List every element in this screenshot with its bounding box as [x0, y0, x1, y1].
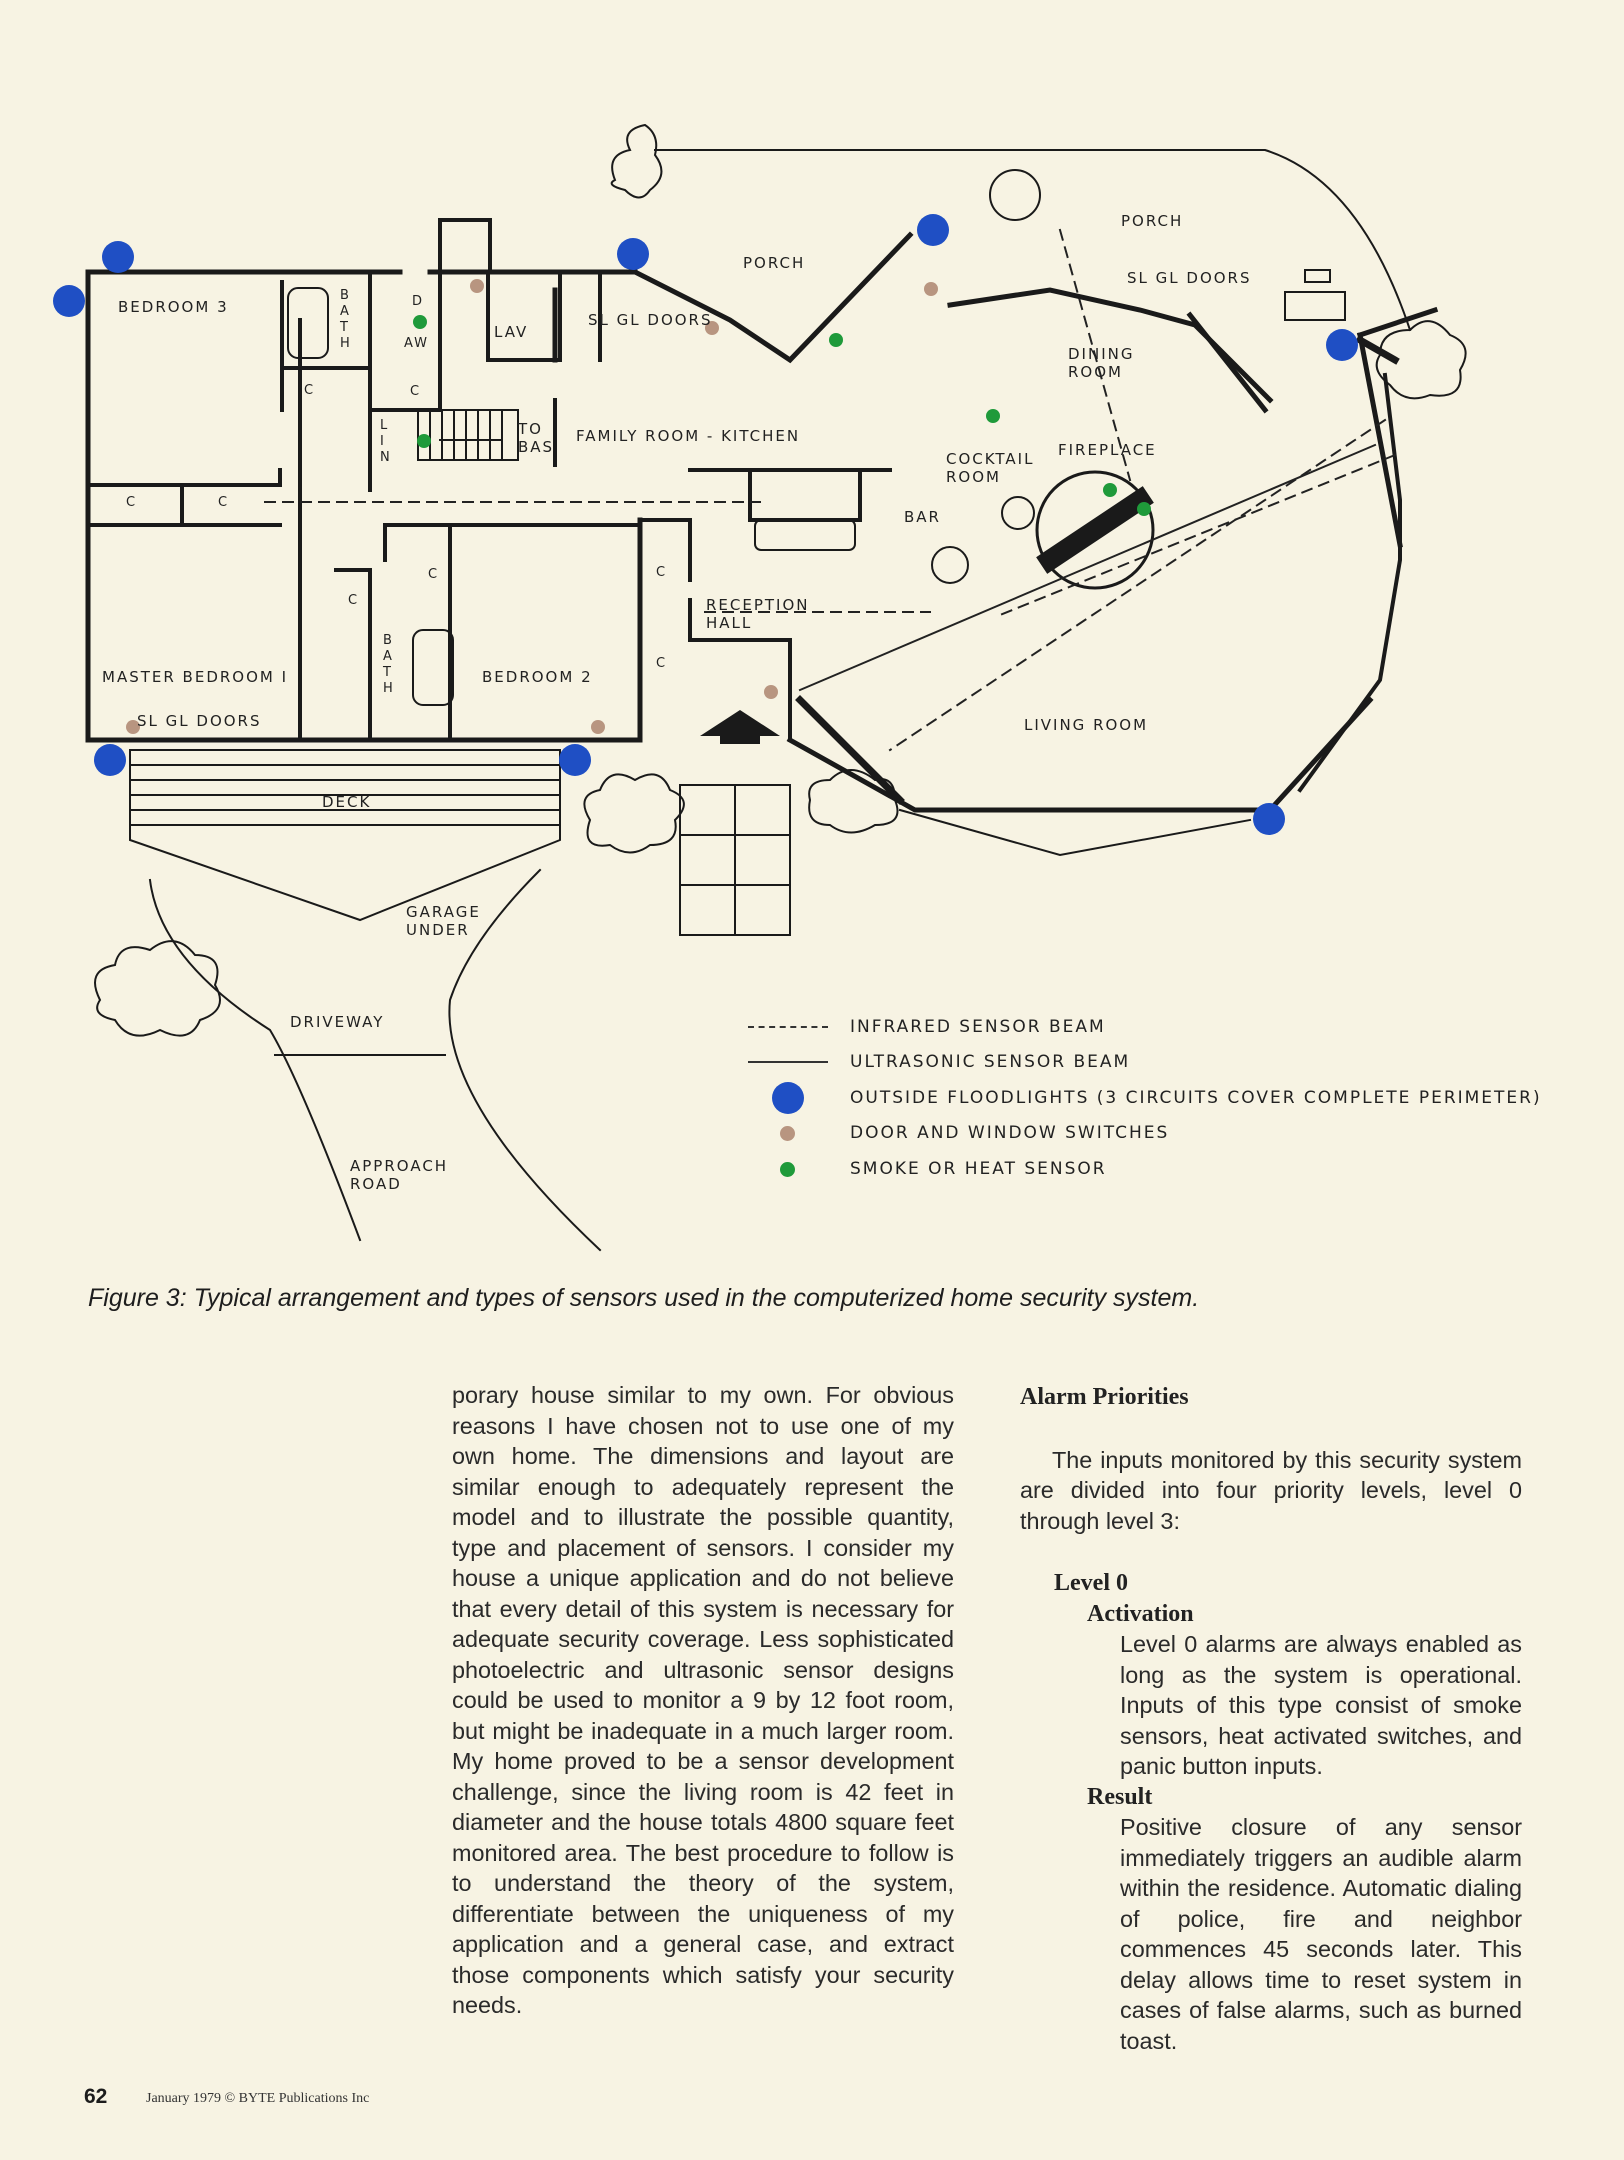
infrared-beams: [264, 228, 1397, 752]
legend-item-ultrasonic: ULTRASONIC SENSOR BEAM: [740, 1049, 1130, 1075]
legend-label: ULTRASONIC SENSOR BEAM: [850, 1052, 1131, 1072]
label-sl-gl-doors-1: SL GL DOORS: [588, 311, 713, 329]
label-c-6: C: [348, 593, 360, 608]
porch-outline: [654, 149, 1412, 332]
label-garage-under: GARAGE UNDER: [406, 903, 481, 939]
brown-dot-icon: [780, 1125, 795, 1141]
label-c-7: C: [656, 565, 668, 580]
legend-item-switches: DOOR AND WINDOW SWITCHES: [740, 1120, 1169, 1146]
label-bar: BAR: [904, 508, 941, 526]
legend-label: INFRARED SENSOR BEAM: [850, 1017, 1106, 1037]
bushes: [94, 123, 1467, 1037]
legend-item-smoke: SMOKE OR HEAT SENSOR: [740, 1156, 1107, 1182]
fireplace-drawing: [1035, 470, 1155, 590]
label-c-4: C: [218, 495, 230, 510]
label-deck: DECK: [322, 793, 372, 811]
label-lin: L I N: [380, 418, 392, 465]
solid-line-icon: [747, 1061, 828, 1063]
blue-dot-icon: [771, 1082, 804, 1114]
label-living-room: LIVING ROOM: [1024, 716, 1149, 734]
label-c-1: C: [304, 383, 316, 398]
smoke-heat-sensors: [413, 315, 1151, 516]
label-driveway: DRIVEWAY: [290, 1013, 385, 1031]
left-column: porary house similar to my own. For obvi…: [452, 1380, 954, 2021]
right-column: Alarm Priorities The inputs monitored by…: [1020, 1382, 1522, 2056]
label-porch-2: PORCH: [1121, 212, 1184, 230]
result-heading: Result: [1087, 1783, 1153, 1810]
result-text: Positive closure of any sensor immediate…: [1120, 1814, 1522, 2054]
footer-credit: January 1979 © BYTE Publications Inc: [146, 2091, 370, 2106]
page-number: 62: [84, 2085, 108, 2108]
label-c-2: C: [410, 384, 422, 399]
bathtub-1: [287, 287, 329, 359]
label-to-bas: TO BAS: [518, 420, 555, 456]
label-master-bedroom: MASTER BEDROOM I: [102, 668, 289, 686]
label-cocktail-room: COCKTAIL ROOM: [946, 450, 1035, 486]
label-reception-hall: RECEPTION HALL: [706, 596, 810, 632]
dashed-line-icon: [747, 1026, 828, 1028]
body-paragraph: porary house similar to my own. For obvi…: [452, 1382, 954, 2018]
label-sl-gl-doors-2: SL GL DOORS: [1127, 269, 1252, 287]
label-dining-room: DINING ROOM: [1068, 345, 1135, 381]
label-family-room-kitchen: FAMILY ROOM - KITCHEN: [576, 427, 801, 445]
bathtub-2: [412, 629, 454, 706]
green-dot-icon: [780, 1161, 795, 1177]
floor-plan-figure: [53, 123, 1467, 1252]
label-lav: LAV: [494, 323, 529, 341]
label-c-5: C: [428, 567, 440, 582]
legend-label: DOOR AND WINDOW SWITCHES: [850, 1123, 1170, 1143]
legend-item-floodlights: OUTSIDE FLOODLIGHTS (3 CIRCUITS COVER CO…: [740, 1082, 1542, 1114]
label-fireplace: FIREPLACE: [1058, 441, 1157, 459]
legend-item-infrared: INFRARED SENSOR BEAM: [740, 1014, 1106, 1040]
section-heading: Alarm Priorities: [1020, 1384, 1189, 1410]
door-window-switches: [126, 279, 938, 734]
label-bath-1: B A T H: [340, 288, 352, 351]
legend-label: OUTSIDE FLOODLIGHTS (3 CIRCUITS COVER CO…: [850, 1088, 1542, 1108]
label-d: D: [412, 294, 425, 309]
label-porch-1: PORCH: [743, 254, 806, 272]
ultrasonic-beam: [798, 443, 1377, 692]
label-sl-gl-doors-3: SL GL DOORS: [137, 712, 262, 730]
label-bedroom-3: BEDROOM 3: [118, 298, 229, 316]
level-heading: Level 0: [1054, 1570, 1128, 1596]
label-approach-road: APPROACH ROAD: [350, 1157, 449, 1193]
legend-label: SMOKE OR HEAT SENSOR: [850, 1159, 1107, 1179]
living-room-wall: [1297, 372, 1402, 793]
entrance-arrow: [700, 710, 780, 744]
label-c-3: C: [126, 495, 138, 510]
label-bedroom-2: BEDROOM 2: [482, 668, 593, 686]
floodlights: [53, 214, 1358, 835]
activation-heading: Activation: [1087, 1600, 1194, 1627]
figure-caption: Figure 3: Typical arrangement and types …: [88, 1284, 1200, 1312]
stairs: [417, 409, 519, 461]
deck: [129, 749, 791, 1252]
activation-text: Level 0 alarms are always enabled as lon…: [1120, 1631, 1522, 1779]
intro-paragraph: The inputs monitored by this security sy…: [1020, 1446, 1522, 1534]
label-bath-2: B A T H: [383, 633, 395, 696]
label-aw: AW: [404, 336, 430, 351]
label-c-8: C: [656, 656, 668, 671]
